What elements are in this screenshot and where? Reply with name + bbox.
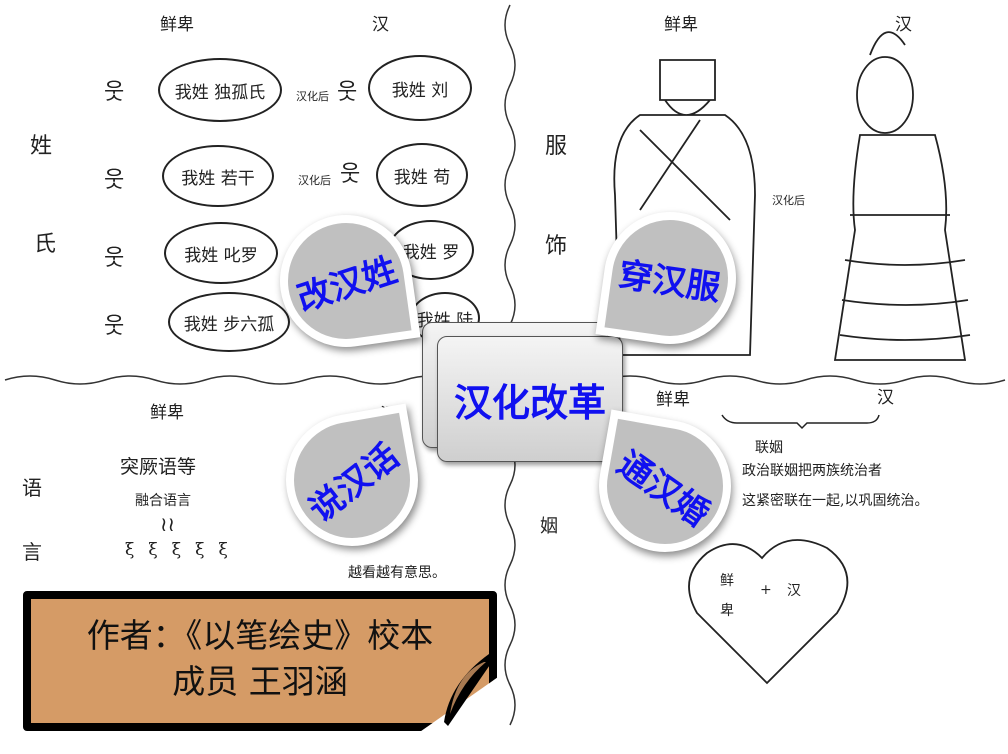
badge-marriage-label: 通汉婚 (609, 443, 717, 535)
han-figure-drawing (833, 31, 971, 361)
stick-figure-icon: 웃 (104, 80, 125, 105)
center-title-box[interactable]: 汉化改革 (437, 336, 623, 462)
speech-bubble: 我姓 步六孤 (168, 292, 290, 352)
speech-bubble: 我姓 独孤氏 (158, 58, 282, 122)
heart-plus: + (760, 582, 772, 598)
side-label: 姻 (540, 516, 558, 537)
center-title: 汉化改革 (453, 380, 606, 425)
stick-figure-icon: 웃 (340, 162, 361, 187)
header-han-tl: 汉 (372, 15, 389, 35)
after-label: 汉化后 (298, 174, 331, 187)
stick-figure-icon: 웃 (337, 80, 358, 105)
stick-figure-icon: 웃 (104, 168, 125, 193)
header-xianbei-br: 鲜卑 (656, 390, 690, 410)
after-label: 汉化后 (772, 194, 805, 207)
speech-bubble: 我姓 叱罗 (164, 222, 278, 284)
language-text: 融合语言 (135, 493, 191, 509)
author-line-2: 成员 王羽涵 (172, 662, 348, 701)
author-note: 作者：《以笔绘史》校本 成员 王羽涵 (23, 591, 497, 731)
badge-surname-label: 改汉姓 (292, 249, 402, 320)
side-label: 言 (22, 540, 42, 564)
side-label: 服 (545, 134, 568, 159)
header-xianbei-tl: 鲜卑 (160, 15, 194, 35)
speech-bubble: 我姓 若干 (162, 145, 274, 207)
side-label: 姓 (30, 134, 53, 159)
heart-text-left: 鲜卑 (720, 573, 734, 619)
author-line-1: 作者：《以笔绘史》校本 (86, 616, 434, 655)
marriage-label: 联姻 (755, 440, 783, 456)
badge-clothing-label: 穿汉服 (616, 254, 723, 309)
header-han-tr: 汉 (895, 15, 912, 35)
heart-drawing (688, 539, 849, 685)
header-xianbei-tr: 鲜卑 (664, 15, 698, 35)
side-label: 饰 (545, 234, 568, 259)
after-label: 汉化后 (296, 90, 329, 103)
side-label: 氏 (34, 232, 57, 257)
marriage-text: 政治联姻把两族统治者 (742, 463, 882, 479)
squiggle-icon: ≀≀ (160, 512, 175, 536)
speech-bubble: 我姓 刘 (368, 55, 472, 121)
squiggle-row-icon: ξξξξξ (125, 540, 242, 560)
side-label: 语 (22, 476, 42, 500)
heart-text-right: 汉 (787, 583, 801, 599)
language-text: 越看越有意思。 (348, 565, 446, 581)
marriage-text: 这紧密联在一起,以巩固统治。 (742, 493, 929, 509)
xianbei-figure-drawing (613, 59, 756, 356)
stick-figure-icon: 웃 (104, 314, 125, 339)
page-curl-icon (444, 654, 496, 726)
badge-language-label: 说汉话 (301, 435, 407, 530)
brace-drawing (721, 414, 880, 430)
speech-bubble: 我姓 苟 (376, 143, 468, 207)
language-text: 突厥语等 (120, 456, 197, 478)
stick-figure-icon: 웃 (104, 246, 125, 271)
header-han-br: 汉 (877, 388, 894, 408)
header-xianbei-bl: 鲜卑 (150, 403, 184, 423)
